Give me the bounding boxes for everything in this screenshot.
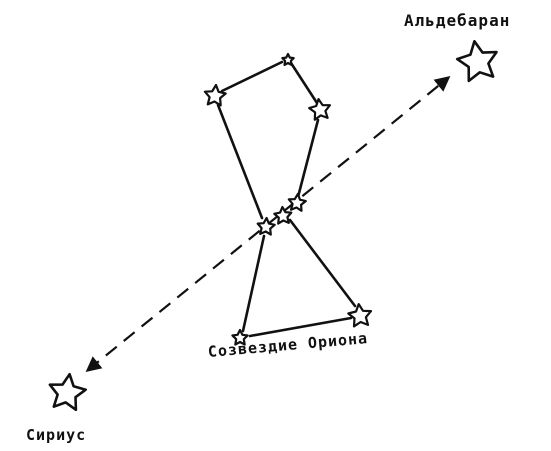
- mintaka-star-icon: [287, 192, 307, 212]
- rigel-star-icon: [347, 303, 373, 328]
- sirius-star-shape: [48, 372, 87, 412]
- aldebaran-star-shape: [455, 39, 498, 83]
- alnitak-star-icon: [256, 216, 276, 236]
- bellatrix-star-icon: [281, 52, 295, 67]
- alnilam-star-icon: [273, 205, 293, 225]
- orion-outline: [216, 60, 357, 338]
- sirius-label: Сириус: [26, 426, 87, 444]
- aldebaran-label: Альдебаран: [404, 11, 511, 30]
- betelgeuse-star-icon: [203, 83, 227, 107]
- sirius-star-icon: [48, 372, 87, 412]
- saiph-star-icon: [231, 328, 249, 346]
- meissa-star-icon: [308, 97, 331, 121]
- aldebaran-star-icon: [455, 39, 498, 83]
- orion-stars: [203, 52, 373, 346]
